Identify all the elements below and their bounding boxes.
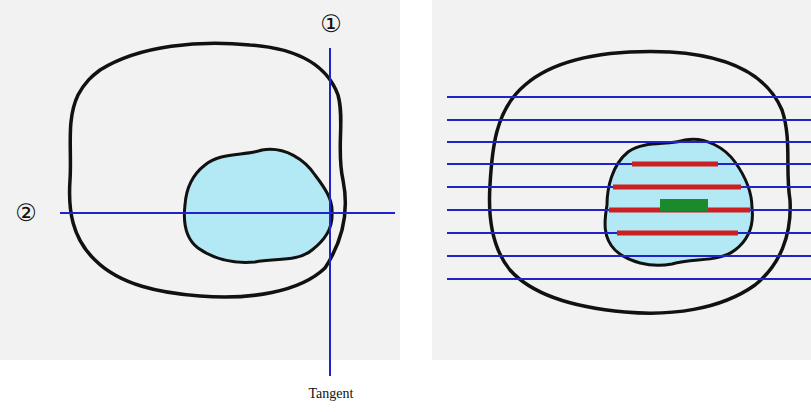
inner-segments xyxy=(609,164,750,233)
section-line xyxy=(60,212,395,214)
inner-region xyxy=(605,139,752,265)
outer-outline xyxy=(490,52,791,314)
tangent-label: Tangent xyxy=(309,387,354,401)
marked-segment xyxy=(660,199,708,211)
inner-region xyxy=(184,149,332,262)
scan-lines xyxy=(447,97,811,279)
callout-number: ① xyxy=(318,11,344,37)
right-panel xyxy=(432,0,811,360)
left-panel xyxy=(0,0,400,360)
callout-number: ② xyxy=(13,200,39,226)
outer-outline xyxy=(70,43,346,297)
